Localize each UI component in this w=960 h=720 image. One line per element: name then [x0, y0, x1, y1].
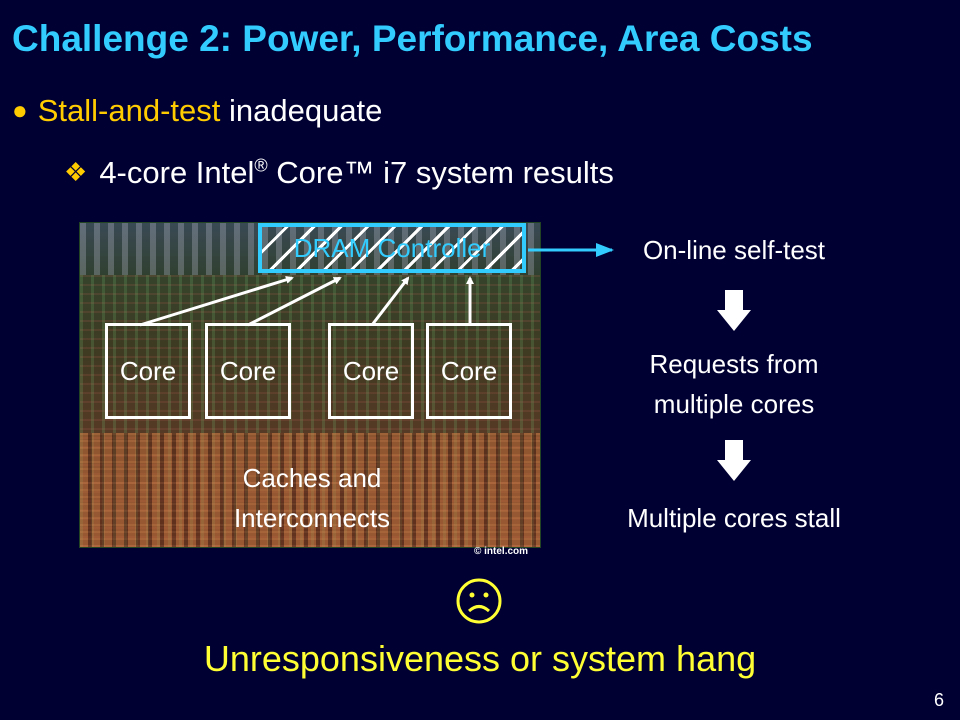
copyright-note: © intel.com [474, 546, 529, 557]
die-cache-region [80, 433, 540, 547]
slide-title: Challenge 2: Power, Performance, Area Co… [12, 18, 813, 59]
conclusion-text: Unresponsiveness or system hang [203, 638, 757, 679]
down-arrow-icon-2 [717, 440, 751, 481]
flow-requests: Requests from multiple cores [604, 344, 864, 424]
core-to-dram-arrow-2 [247, 276, 342, 327]
bullet-stall-and-test: ● Stall-and-test inadequate [12, 93, 382, 129]
core-box-2: Core [205, 323, 291, 419]
core-box-3: Core [328, 323, 414, 419]
core-to-dram-arrow-3 [370, 276, 410, 326]
core-label: Core [219, 355, 277, 386]
flow-requests-line-2: multiple cores [653, 389, 815, 419]
bullet-highlight: Stall-and-test [37, 93, 221, 128]
dram-controller-box: DRAM Controller [258, 223, 526, 273]
bullet-rest: inadequate [228, 93, 383, 128]
sub-bullet-post: Core™ i7 system results [267, 155, 614, 190]
down-arrow-icon-1 [717, 290, 751, 331]
core-label: Core [440, 355, 498, 386]
sub-bullet-intel-results: ❖ 4-core Intel® Core™ i7 system results [64, 155, 614, 191]
core-to-dram-arrow-1 [139, 275, 294, 327]
caches-line-2: Interconnects [233, 503, 391, 533]
diamond-bullet-icon: ❖ [64, 157, 88, 187]
core-label: Core [119, 355, 177, 386]
caches-line-1: Caches and [242, 463, 382, 493]
registered-mark: ® [254, 155, 268, 176]
page-number: 6 [934, 690, 945, 710]
frown-face-icon [456, 578, 502, 624]
core-label: Core [342, 355, 400, 386]
core-box-1: Core [105, 323, 191, 419]
flow-cores-stall: Multiple cores stall [627, 503, 841, 533]
flow-online-self-test: On-line self-test [642, 235, 826, 265]
flow-requests-line-1: Requests from [649, 349, 819, 379]
caches-label: Caches and Interconnects [200, 458, 424, 538]
dram-controller-label: DRAM Controller [293, 232, 491, 263]
bullet-dot-icon: ● [12, 95, 28, 125]
sub-bullet-pre: 4-core Intel [99, 155, 255, 190]
